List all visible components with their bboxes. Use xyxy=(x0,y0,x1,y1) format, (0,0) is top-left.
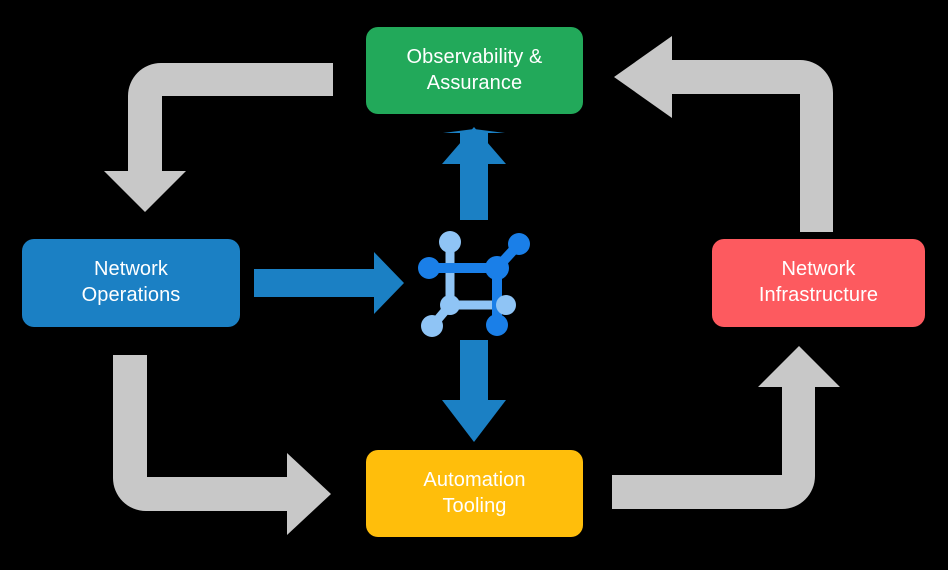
node-network-infrastructure[interactable]: Network Infrastructure xyxy=(712,239,925,327)
network-mesh-light-nodes xyxy=(421,231,516,337)
node-network-operations-label-line2: Operations xyxy=(81,284,181,306)
node-network-infrastructure-label-line1: Network xyxy=(781,258,856,281)
node-automation-tooling-label: Automation Tooling xyxy=(423,468,525,519)
node-network-infrastructure-label-line2: Infrastructure xyxy=(758,284,879,306)
node-observability-label: Observability & Assurance xyxy=(407,45,543,96)
arrow-center-to-observability-head xyxy=(442,127,506,164)
node-observability-assurance[interactable]: Observability & Assurance xyxy=(366,27,583,114)
node-network-infrastructure-label: Network Infrastructure xyxy=(759,257,878,308)
arrow-automation-to-infrastructure xyxy=(612,346,840,509)
node-network-operations[interactable]: Network Operations xyxy=(22,239,240,327)
network-mesh-dark-nodes xyxy=(418,233,530,336)
arrow-operations-to-center xyxy=(254,252,404,314)
node-observability-label-line1: Observability & xyxy=(406,45,543,68)
node-automation-tooling[interactable]: Automation Tooling xyxy=(366,450,583,537)
arrow-infrastructure-to-observability xyxy=(614,36,833,232)
network-mesh-icon xyxy=(418,231,530,337)
node-observability-label-line2: Assurance xyxy=(426,71,523,94)
arrow-center-to-automation-shaft xyxy=(460,340,488,402)
arrow-operations-to-automation xyxy=(113,355,331,535)
arrow-center-to-automation-head xyxy=(442,400,506,442)
node-network-operations-label: Network Operations xyxy=(82,257,181,308)
arrow-center-to-observability-shaft xyxy=(460,160,488,220)
node-automation-tooling-label-line1: Automation xyxy=(423,468,526,491)
node-automation-tooling-label-line2: Tooling xyxy=(442,494,507,517)
node-network-operations-label-line1: Network xyxy=(93,258,169,281)
arrow-observability-to-operations xyxy=(104,63,333,212)
